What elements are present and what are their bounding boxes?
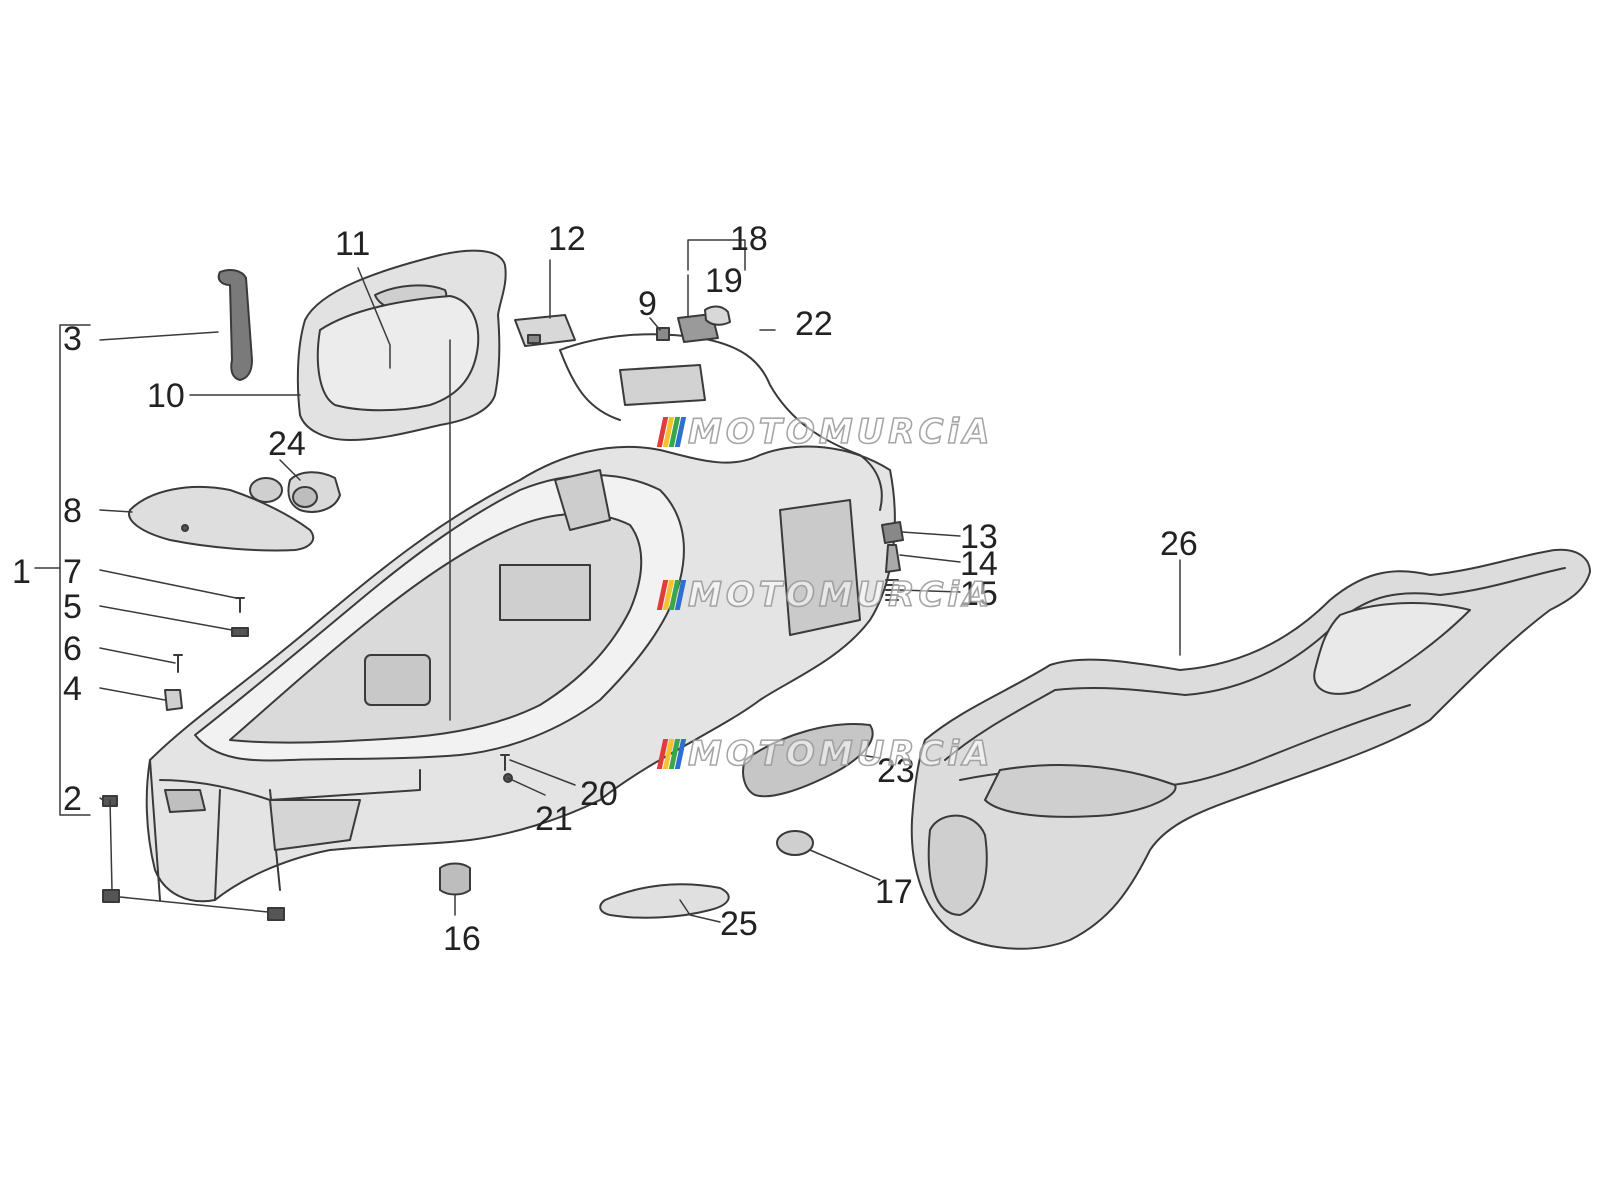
callout-13: 13 (960, 518, 998, 556)
callout-9: 9 (638, 285, 657, 323)
watermark-text: MOTOMURCiA (687, 411, 994, 453)
callout-2: 2 (63, 780, 82, 818)
part-8-cover (128, 485, 315, 552)
callout-15: 15 (960, 575, 998, 613)
watermark-flag-icon (656, 580, 687, 610)
watermark-flag-icon (656, 739, 687, 769)
callout-18: 18 (730, 220, 768, 258)
callout-20: 20 (580, 775, 618, 813)
part-9-clip (656, 327, 670, 341)
callout-11: 11 (335, 225, 370, 263)
watermark: MOTOMURCiA (656, 733, 994, 775)
part-13-15-fastener-stack (881, 521, 904, 601)
callout-23: 23 (877, 752, 915, 790)
callout-16: 16 (443, 920, 481, 958)
callout-14: 14 (960, 545, 998, 583)
leader-lines (34, 239, 1181, 923)
part-24-socket (249, 471, 341, 513)
callout-1: 1 (12, 553, 31, 591)
callout-22: 22 (795, 305, 833, 343)
part-16-bumper (439, 862, 471, 896)
watermark-text: MOTOMURCiA (687, 574, 994, 616)
callout-17: 17 (875, 873, 913, 911)
part-10-lid (296, 249, 507, 441)
part-7-screw (235, 597, 245, 613)
callout-labels: 1 2 3 4 5 6 7 8 9 10 11 12 13 14 15 16 1… (12, 220, 1198, 958)
callout-25: 25 (720, 905, 758, 943)
watermark-flag-icon (656, 417, 687, 447)
callout-5: 5 (63, 588, 82, 626)
callout-10: 10 (147, 377, 185, 415)
part-26-floor-tray (910, 548, 1591, 950)
callout-12: 12 (548, 220, 586, 258)
part-4-nut (164, 689, 183, 711)
callout-6: 6 (63, 630, 82, 668)
watermark: MOTOMURCiA (656, 411, 994, 453)
part-17-cap (776, 830, 814, 856)
callout-3: 3 (63, 320, 82, 358)
callout-8: 8 (63, 492, 82, 530)
callout-26: 26 (1160, 525, 1198, 563)
part-25-gasket (599, 883, 730, 919)
callout-24: 24 (268, 425, 306, 463)
callout-21: 21 (535, 800, 573, 838)
part-3-strap (217, 269, 253, 381)
part-18-fuse-box (677, 305, 731, 343)
watermark-text: MOTOMURCiA (687, 733, 994, 775)
callout-7: 7 (63, 553, 82, 591)
part-6-screw (173, 654, 183, 673)
part-23-bracket (742, 723, 874, 798)
callout-4: 4 (63, 670, 82, 708)
watermark: MOTOMURCiA (656, 574, 994, 616)
callout-19: 19 (705, 262, 743, 300)
part-1-body-frame (145, 333, 896, 903)
part-12-plate (514, 314, 576, 347)
part-5-washer (231, 627, 249, 637)
